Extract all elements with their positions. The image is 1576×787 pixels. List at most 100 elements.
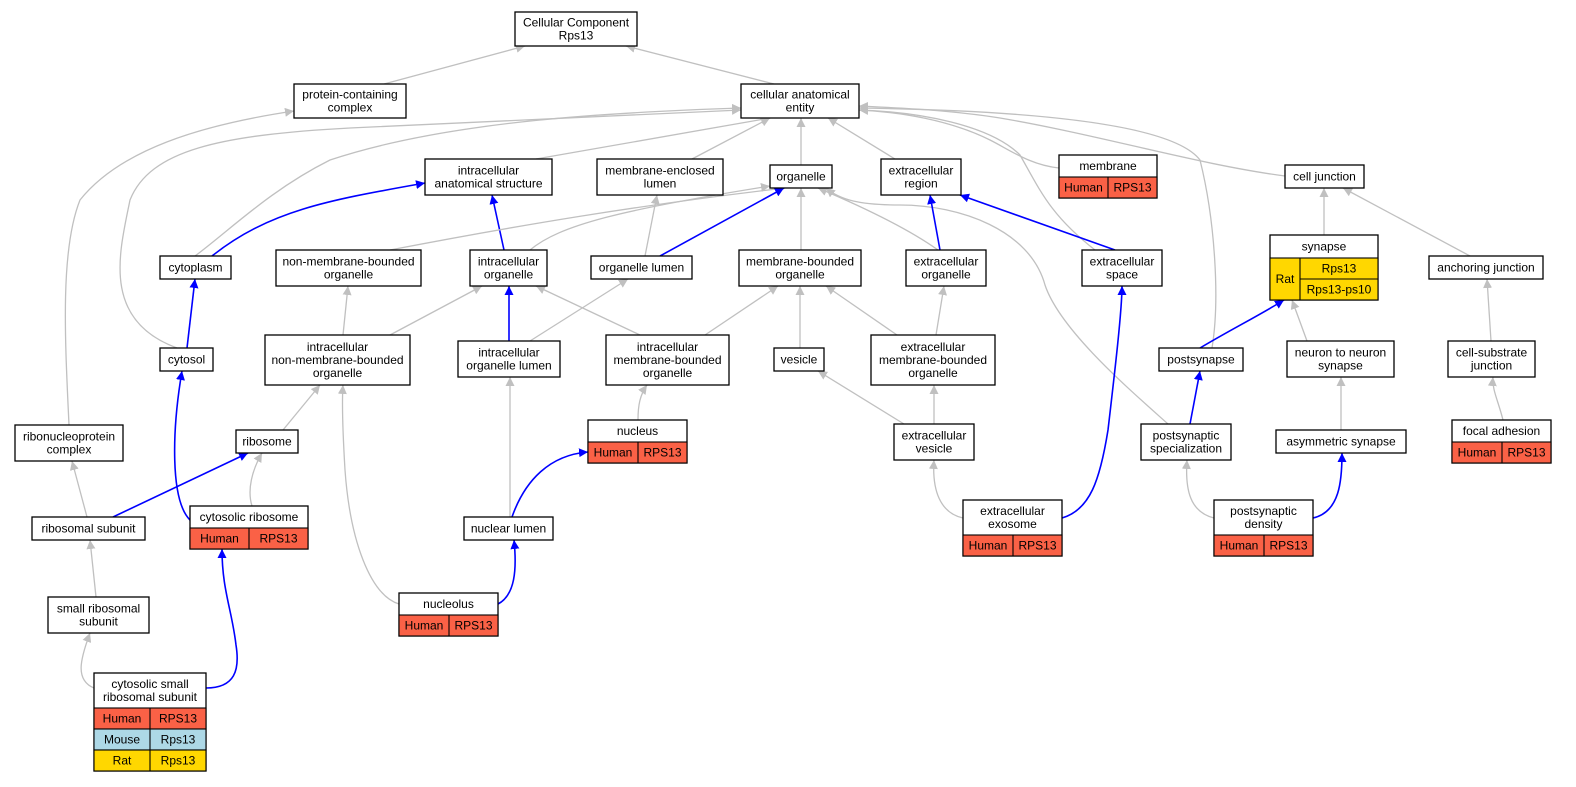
node-label-line: ribonucleoprotein (23, 430, 115, 444)
edge-nucleolus-to-intracellular-non-membrane-bounded-organelle (337, 384, 400, 605)
edge-extracellular-exosome-to-extracellular-vesicle (928, 459, 964, 519)
node-ribosome[interactable]: ribosome (235, 429, 299, 454)
species-label: Human (1458, 446, 1497, 460)
node-label-line: membrane-enclosed (605, 164, 714, 178)
node-box (1275, 429, 1407, 454)
node-label-line: neuron to neuron (1295, 346, 1386, 360)
gene-label: RPS13 (159, 712, 197, 726)
edge-focal-adhesion-to-cell-substrate-junction (1487, 376, 1504, 421)
edge-organelle-lumen-to-membrane-enclosed-lumen (644, 194, 660, 257)
species-label: Human (405, 619, 444, 633)
edge-non-membrane-bounded-organelle-to-organelle (389, 184, 786, 251)
node-cytosol[interactable]: cytosol (159, 347, 214, 372)
node-nuclear-lumen[interactable]: nuclear lumen (463, 516, 554, 541)
node-box (275, 249, 422, 287)
node-label-line: organelle (908, 366, 958, 380)
node-label-line: organelle (775, 268, 825, 282)
node-box (605, 334, 730, 386)
edge-nucleolus-to-nuclear-lumen (497, 539, 520, 605)
node-vesicle[interactable]: vesicle (773, 347, 825, 372)
node-label-line: extracellular (889, 164, 954, 178)
node-cell-junction[interactable]: cell junction (1284, 164, 1365, 189)
edge-nuclear-lumen-to-nucleus (511, 448, 589, 518)
node-label-line: anchoring junction (1437, 261, 1534, 275)
node-box (905, 249, 987, 287)
node-box (235, 429, 299, 454)
node-label-line: organelle (921, 268, 971, 282)
node-label-line: membrane-bounded (613, 353, 721, 367)
edge-ribosomal-subunit-to-ribonucleoprotein-complex (69, 460, 88, 518)
node-label-line: asymmetric synapse (1286, 435, 1396, 449)
node-label-line: postsynapse (1167, 353, 1235, 367)
node-box (47, 596, 150, 634)
edge-cytoplasm-to-cellular-anatomical-entity (194, 103, 742, 257)
node-box (264, 334, 411, 386)
node-label-line: organelle (776, 170, 826, 184)
node-label-line: nucleus (617, 424, 658, 438)
species-label: Human (969, 539, 1008, 553)
edge-extracellular-space-to-cellular-anatomical-entity (858, 105, 1096, 251)
node-label-line: cytosolic ribosome (200, 510, 299, 524)
node-label-line: cellular anatomical (750, 88, 849, 102)
edge-postsynaptic-density-to-postsynaptic-specialization (1181, 459, 1215, 519)
node-box (1428, 255, 1544, 280)
node-box (424, 158, 553, 196)
node-label-line: membrane (1079, 159, 1137, 173)
node-label-line: intracellular (478, 255, 539, 269)
node-anchoring-junction[interactable]: anchoring junction (1428, 255, 1544, 280)
node-box (596, 158, 724, 196)
node-organelle-lumen[interactable]: organelle lumen (590, 255, 693, 280)
edge-neuron-to-neuron-synapse-to-synapse (1290, 299, 1308, 342)
gene-label: RPS13 (1018, 539, 1056, 553)
node-label-line: synapse (1302, 240, 1347, 254)
gene-label: RPS13 (1113, 181, 1151, 195)
node-label-line: ribosome (242, 435, 292, 449)
node-ribosomal-subunit[interactable]: ribosomal subunit (31, 516, 146, 541)
node-box (514, 11, 638, 47)
node-label-line: cytosolic small (111, 677, 188, 691)
node-postsynapse[interactable]: postsynapse (1158, 347, 1244, 372)
species-label: Rat (113, 754, 132, 768)
node-cytoplasm[interactable]: cytoplasm (159, 255, 232, 280)
node-intracellular-non-membrane-bounded-organelle[interactable]: intracellularnon-membrane-boundedorganel… (264, 334, 411, 386)
node-label-line: intracellular (307, 340, 368, 354)
edge-cytoplasm-to-intracellular-anatomical-structure (211, 180, 426, 257)
node-label-line: focal adhesion (1463, 424, 1540, 438)
node-label-line: cytosol (168, 353, 205, 367)
node-label-line: organelle lumen (599, 261, 684, 275)
edge-postsynapse-to-synapse (1199, 299, 1285, 349)
node-organelle[interactable]: organelle (769, 164, 833, 189)
node-asymmetric-synapse[interactable]: asymmetric synapse (1275, 429, 1407, 454)
node-label-line: organelle (484, 268, 534, 282)
